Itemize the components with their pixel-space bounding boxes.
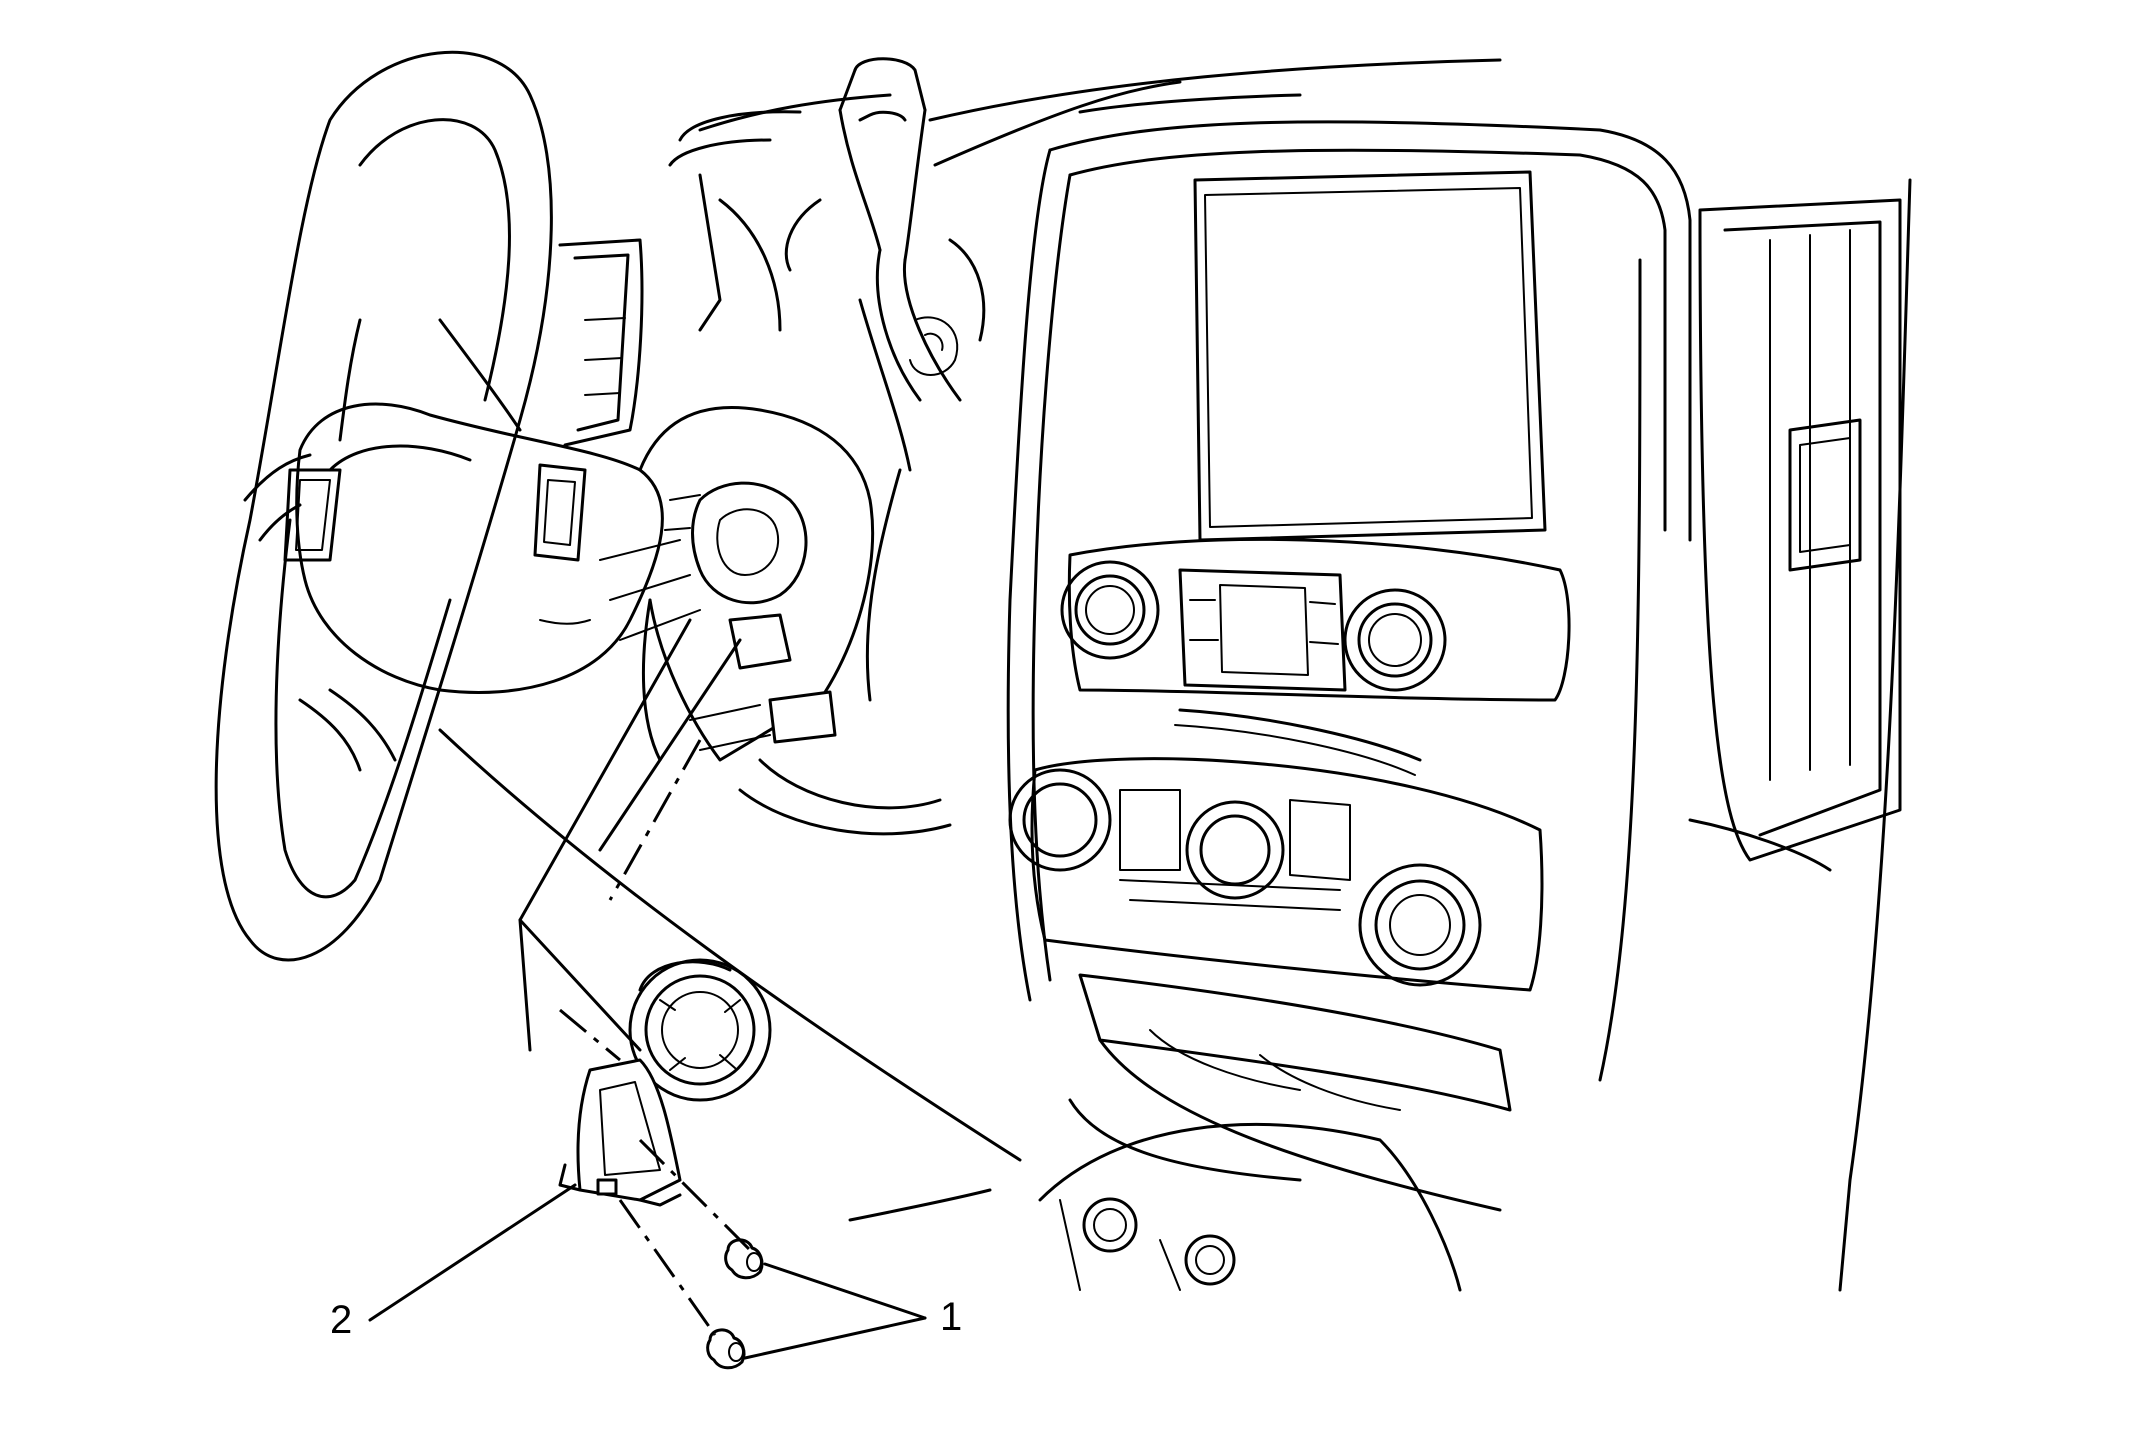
callout-2-leader	[368, 1183, 577, 1322]
climate-control-panel	[1008, 757, 1544, 992]
left-air-vent	[558, 238, 644, 447]
cd-slot	[1178, 708, 1422, 762]
screw-lower	[706, 1328, 746, 1370]
gear-shift-lever	[784, 57, 962, 702]
callout-label-1: 1	[940, 1295, 962, 1339]
right-air-vent	[1688, 198, 1902, 872]
lower-dash-sweep	[438, 728, 1022, 1162]
alignment-lines	[518, 618, 757, 1336]
lower-dash-line	[848, 1188, 992, 1222]
clockspring-assembly	[628, 958, 772, 1102]
dashboard-right-edge	[1598, 258, 1642, 1082]
instrument-cluster-hood	[668, 110, 986, 376]
center-stack-bezel	[1006, 120, 1692, 1002]
radio-control-panel	[1060, 537, 1571, 702]
steering-angle-sensor-module	[558, 1058, 682, 1207]
steering-wheel	[214, 51, 664, 962]
screw-upper	[724, 1238, 764, 1280]
console-ports	[1038, 1122, 1462, 1292]
lower-storage-tray	[1068, 973, 1512, 1212]
dashboard-top-outline	[698, 58, 1502, 167]
cd-slot-lower-edge	[1174, 724, 1416, 776]
callout-label-2: 2	[330, 1298, 352, 1342]
steering-column	[599, 406, 952, 836]
dashboard-right-contour	[1838, 178, 1912, 1292]
callout-1-leaders	[743, 1262, 927, 1360]
